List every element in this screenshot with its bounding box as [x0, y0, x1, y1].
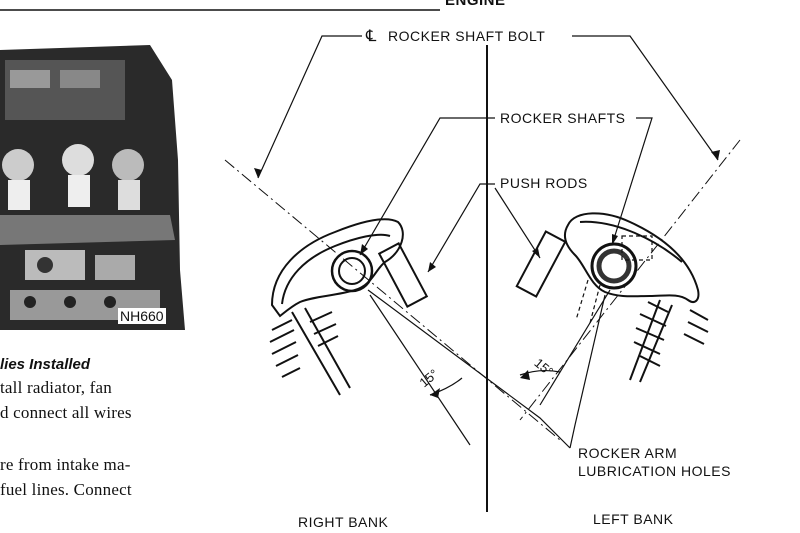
leader-bolt-left: [572, 35, 719, 161]
leader-shaft-left: [611, 117, 653, 246]
label-lube-line2: LUBRICATION HOLES: [578, 463, 731, 479]
angle-marker-left: [519, 289, 611, 406]
leader-lube-right: [367, 289, 571, 449]
engine-photo: [0, 40, 185, 330]
angle-marker-right: [369, 294, 471, 446]
label-right-bank: RIGHT BANK: [298, 514, 388, 530]
body-line-4: fuel lines. Connect: [0, 480, 132, 499]
centerline-symbol: ℄: [365, 28, 377, 45]
label-lube-line1: ROCKER ARM: [578, 445, 677, 461]
body-line-3: re from intake ma-: [0, 455, 131, 474]
angle-label-left: 15°: [531, 355, 556, 379]
header-text: ENGINE: [445, 0, 506, 9]
leader-bolt-right: [257, 35, 362, 179]
photo-reference-label: NH660: [118, 308, 166, 324]
leader-lube-left: [569, 294, 606, 449]
leader-pushrod-left: [494, 187, 541, 259]
right-bank-rocker-assembly: [269, 218, 429, 396]
figure-caption: lies Installed: [0, 356, 91, 373]
label-left-bank: LEFT BANK: [593, 511, 674, 527]
left-bank-rocker-assembly: [515, 212, 709, 383]
leader-pushrod-right: [427, 183, 495, 273]
label-push-rods: PUSH RODS: [500, 175, 588, 191]
body-line-2: d connect all wires: [0, 403, 132, 422]
body-line-1: tall radiator, fan: [0, 378, 112, 397]
bolt-centerline-right: [224, 159, 561, 441]
label-rocker-shaft-bolt: ROCKER SHAFT BOLT: [388, 28, 545, 44]
leader-shaft-right: [359, 117, 495, 256]
label-rocker-shafts: ROCKER SHAFTS: [500, 110, 626, 126]
